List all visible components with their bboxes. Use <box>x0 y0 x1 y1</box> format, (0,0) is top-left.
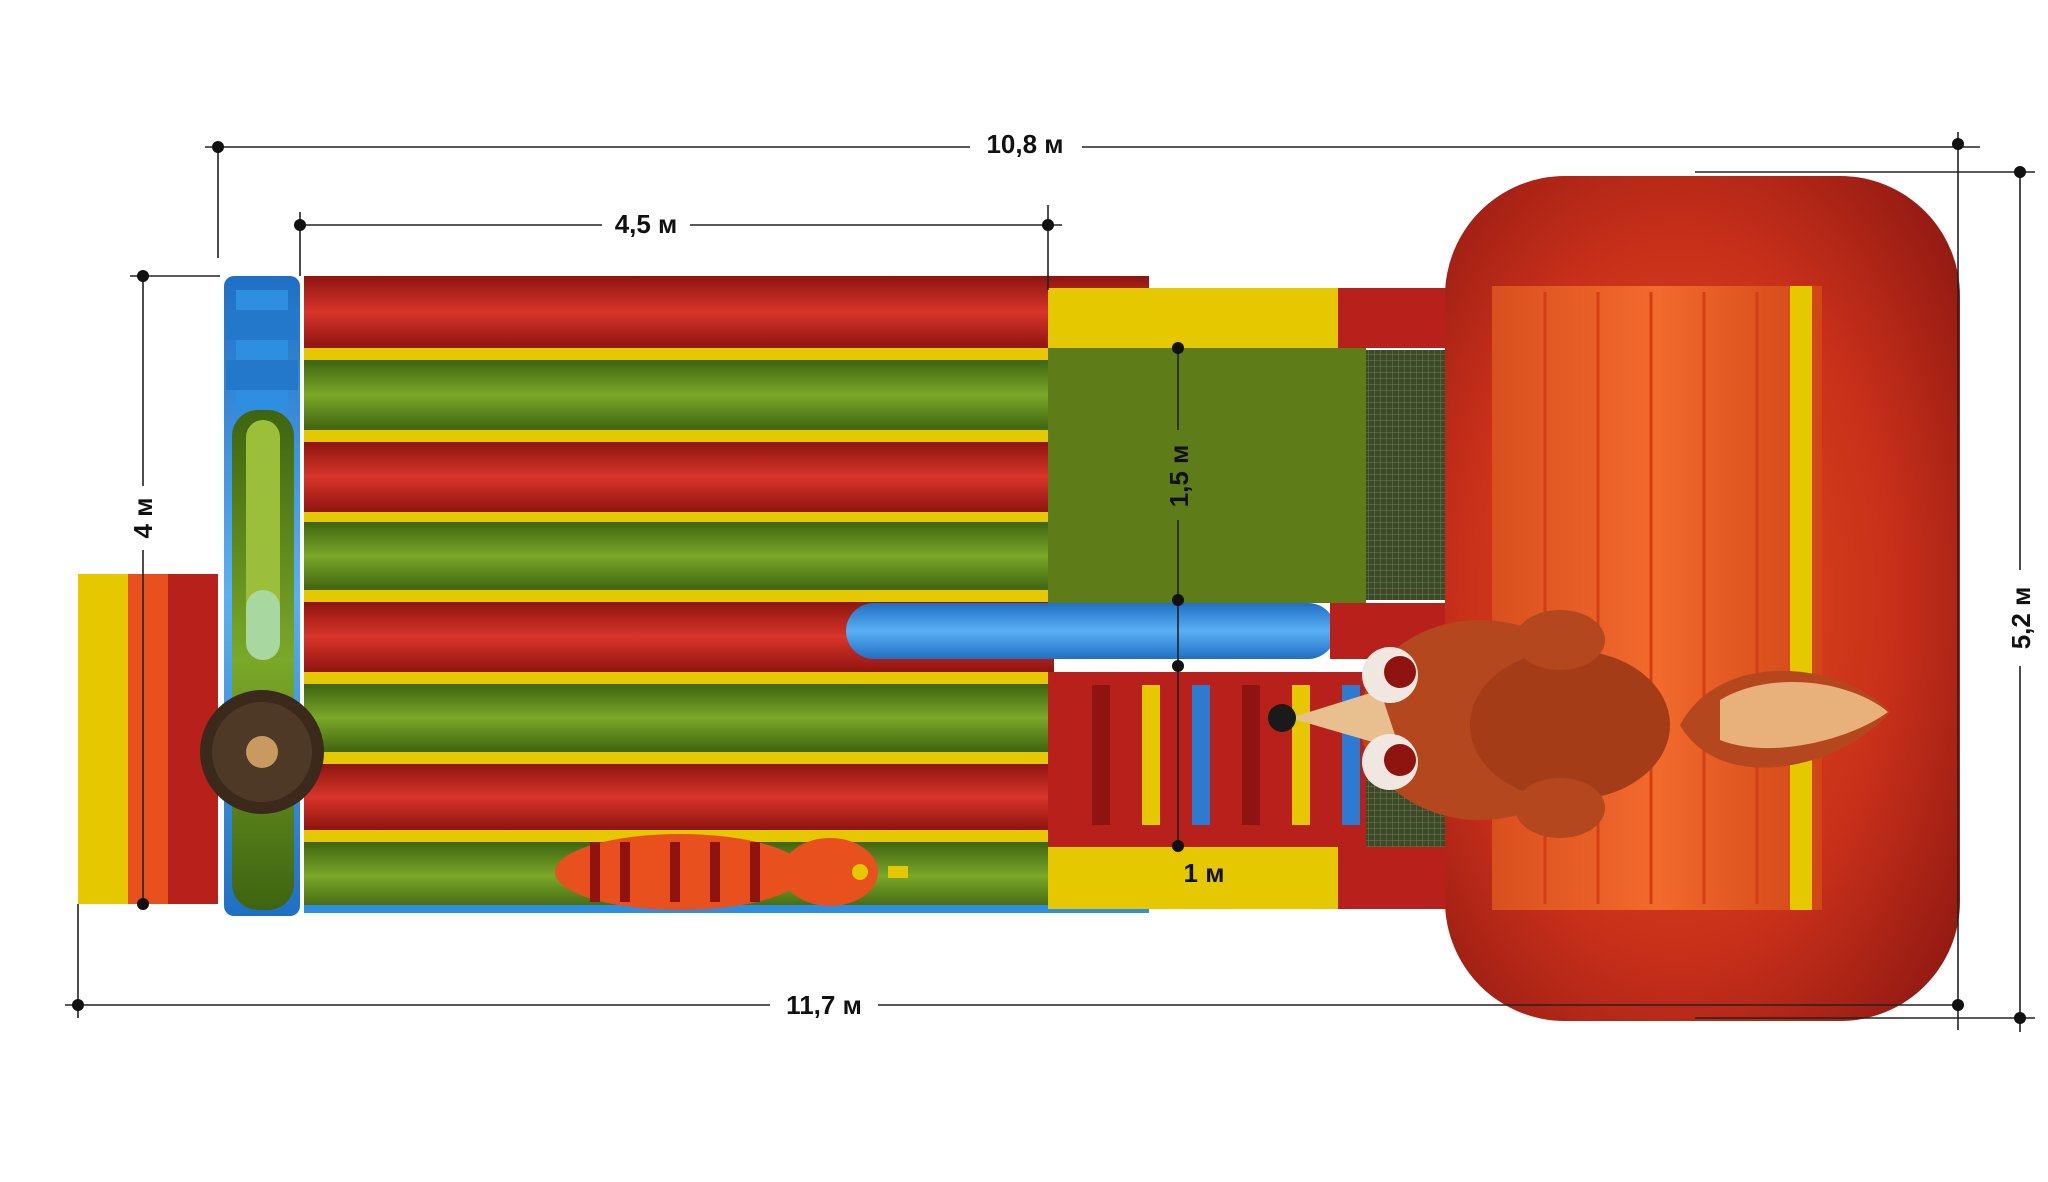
dimension-left-width: 4 м <box>124 270 220 910</box>
slide-lanes <box>304 276 1149 913</box>
dimension-label-overall-top: 10,8 м <box>986 129 1063 159</box>
dimension-label-mid-width: 1,5 м <box>1164 445 1194 508</box>
entry-step <box>78 574 218 904</box>
dimension-overall-height: 5,2 м <box>1695 166 2041 1032</box>
blue-tube <box>846 603 1336 659</box>
dimension-label-overall-bottom: 11,7 м <box>786 990 862 1020</box>
back-roll <box>1445 176 1960 1021</box>
fox-figure <box>1268 610 1890 838</box>
dimension-label-overall-height: 5,2 м <box>2006 587 2036 650</box>
central-platform <box>846 288 1492 909</box>
dimension-mid-width: 1,5 м <box>1158 342 1198 852</box>
donut-decoration <box>200 690 324 814</box>
dimension-slide-length: 4,5 м <box>294 205 1062 290</box>
dimension-overall-bottom: 11,7 м <box>65 904 1964 1022</box>
dimension-overall-top: 10,8 м <box>205 126 1980 1030</box>
dimension-label-step-width: 1 м <box>1184 858 1225 888</box>
stair-rungs <box>1092 685 1360 825</box>
dimension-label-left-width: 4 м <box>128 498 158 539</box>
fox-nose <box>1268 704 1296 732</box>
caterpillar-decoration <box>555 834 908 910</box>
dimension-label-slide-length: 4,5 м <box>615 209 678 239</box>
inflatable-body <box>78 176 1960 1021</box>
climbing-column <box>224 276 300 916</box>
